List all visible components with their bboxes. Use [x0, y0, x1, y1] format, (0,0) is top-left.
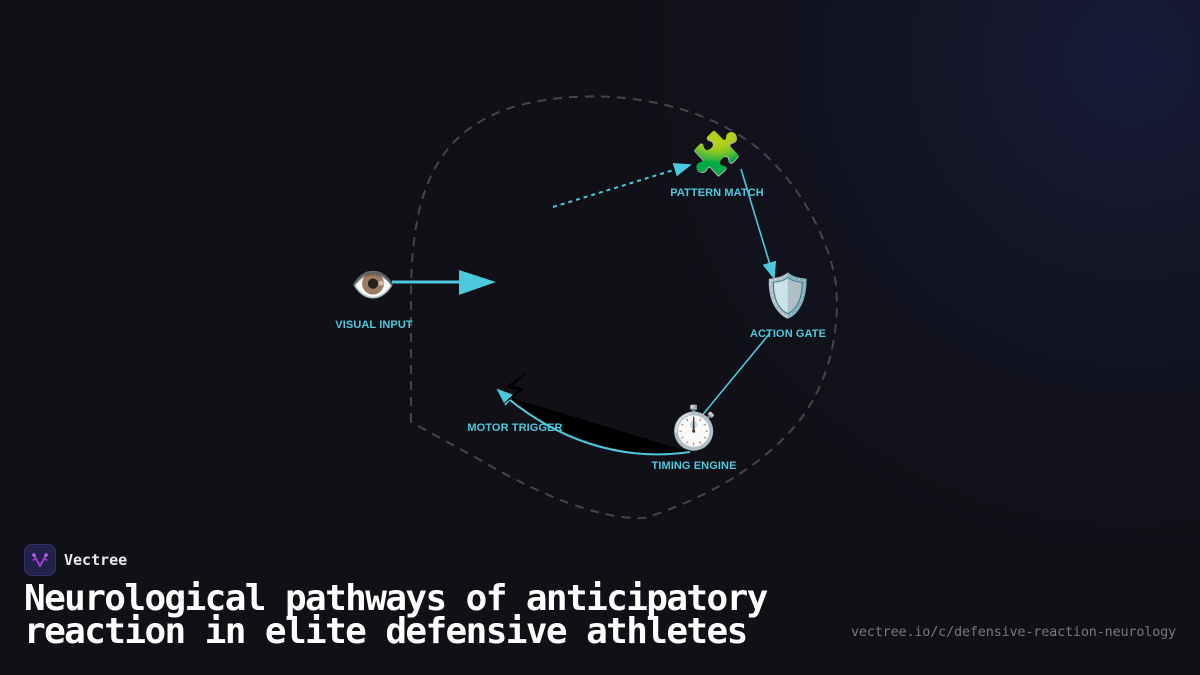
node-label-pattern-match: PATTERN MATCH [670, 187, 764, 199]
edge-pattern-to-gate [740, 168, 777, 280]
lightning-icon[interactable]: ⚡ [500, 365, 530, 414]
stopwatch-icon[interactable]: ⏱️ [667, 403, 721, 452]
vectree-logo-icon[interactable] [24, 544, 56, 576]
arrowhead-large [459, 270, 496, 295]
brand-name: Vectree [64, 551, 128, 569]
page-title: Neurological pathways of anticipatory re… [24, 578, 768, 652]
puzzle-piece-icon[interactable]: 🧩 [690, 129, 744, 178]
edge-shadow [505, 396, 690, 455]
edge-center-to-pattern [552, 162, 692, 208]
brand: Vectree [24, 544, 127, 576]
source-url[interactable]: vectree.io/c/defensive-reaction-neurolog… [850, 624, 1176, 640]
edge-timing-to-motor [496, 388, 691, 456]
node-label-visual-input: VISUAL INPUT [335, 319, 413, 331]
edge-gate-to-timing [699, 332, 771, 419]
cluster-boundary [410, 95, 838, 520]
node-label-timing-engine: TIMING ENGINE [651, 460, 737, 472]
node-label-action-gate: ACTION GATE [749, 328, 827, 340]
node-label-motor-trigger: MOTOR TRIGGER [467, 422, 563, 434]
shield-icon[interactable]: 🛡️ [761, 271, 815, 320]
eye-icon[interactable]: 👁️ [350, 265, 396, 306]
